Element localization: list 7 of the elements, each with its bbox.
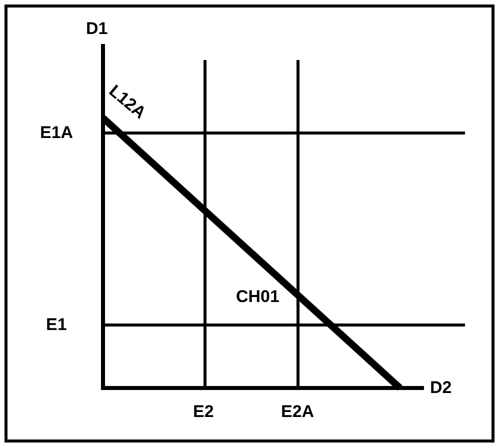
axis-label: E1	[46, 316, 67, 334]
axis-label: D2	[430, 379, 452, 397]
axis-label: D1	[86, 20, 108, 38]
axis-label: E2	[193, 403, 214, 421]
axis-label: E2A	[281, 403, 314, 421]
axis-label: E1A	[40, 124, 74, 142]
line-label: CH01	[236, 288, 280, 306]
